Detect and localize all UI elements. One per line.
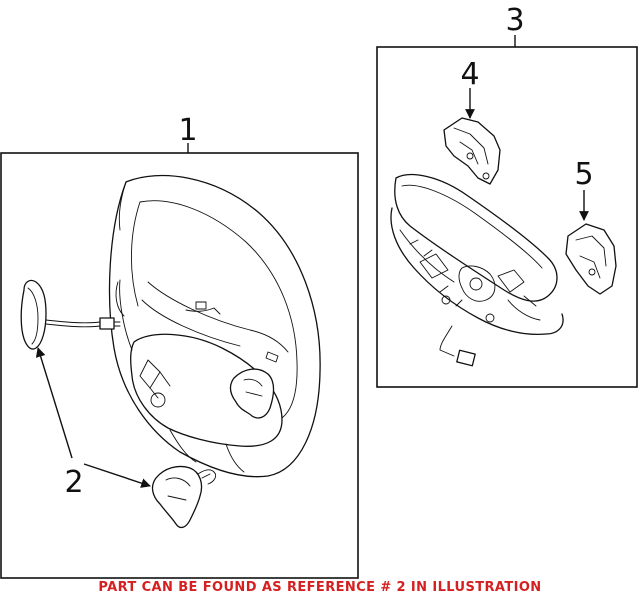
steering-wheel-box (0, 152, 359, 579)
callout-number-3: 3 (505, 3, 524, 38)
steering-wheel (108, 174, 321, 478)
part-5-cover (565, 223, 617, 295)
part-4-bracket (443, 117, 501, 185)
arrow-to-right-switch (83, 463, 151, 488)
callout-number-2: 2 (64, 465, 83, 500)
arrow-to-left-switch (35, 347, 73, 459)
left-switch-part (20, 279, 121, 350)
reference-note: PART CAN BE FOUND AS REFERENCE # 2 IN IL… (98, 580, 542, 595)
callout-number-1: 1 (178, 113, 197, 148)
airbag-module-box (376, 46, 638, 388)
airbag-module (390, 173, 564, 367)
callout-number-5: 5 (574, 157, 593, 192)
airbag-module-group: 3 4 (376, 3, 638, 388)
callout-number-4: 4 (460, 57, 479, 92)
steering-wheel-group: 1 (0, 113, 359, 579)
callout-2-leaders (35, 347, 151, 488)
right-switch-part (151, 465, 217, 529)
